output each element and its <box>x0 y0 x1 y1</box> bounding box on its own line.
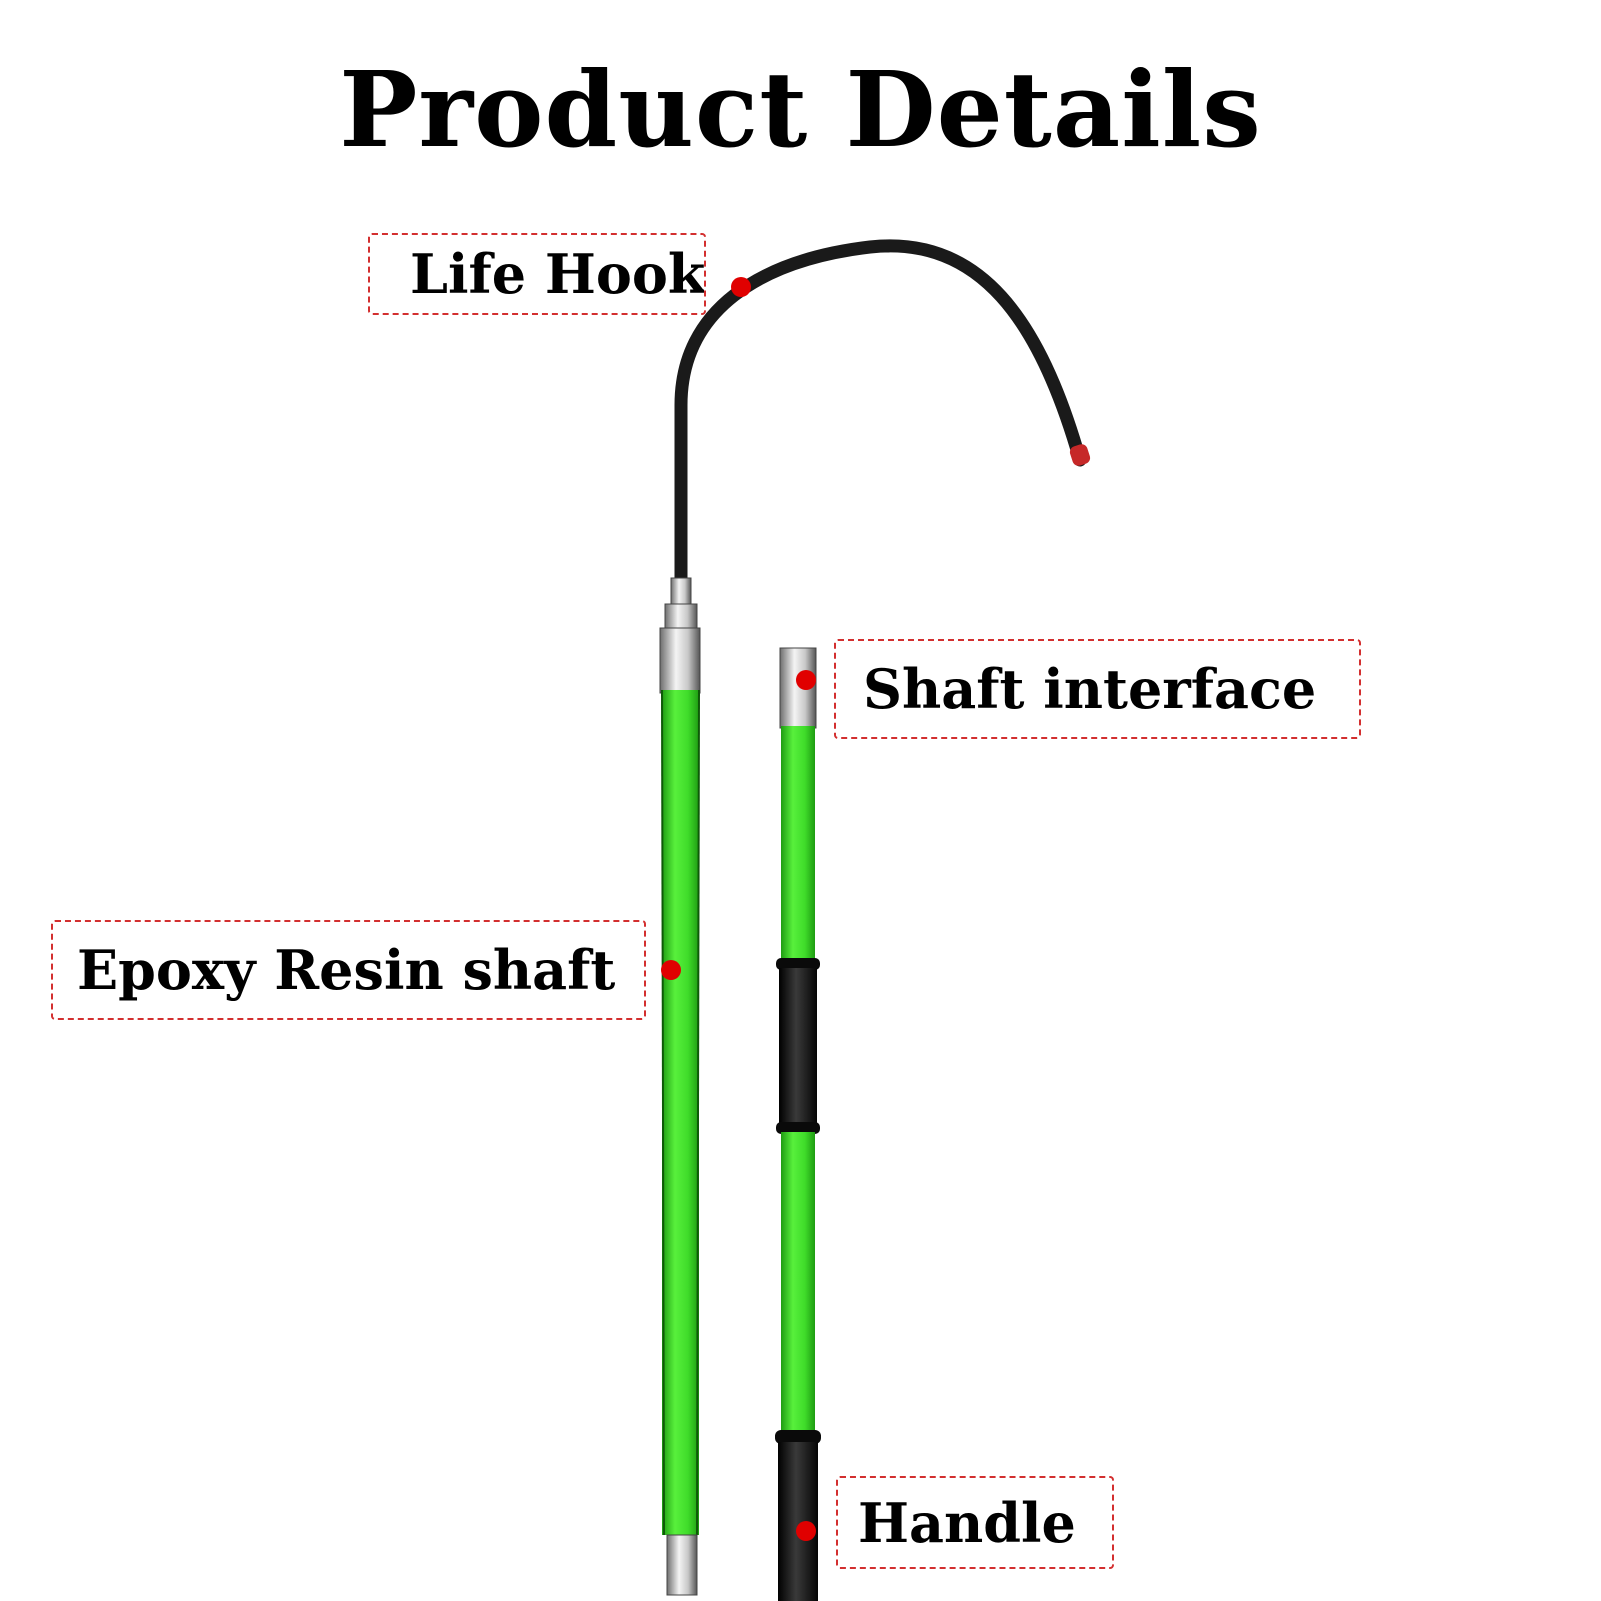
handle-callout: Handle <box>836 1476 1114 1569</box>
shaft-edge-left <box>661 689 665 1536</box>
shaft-interface-callout: Shaft interface <box>834 639 1361 739</box>
shaft-interface-cap <box>779 647 817 729</box>
grip-ring-bottom <box>776 1122 820 1134</box>
grip-ring-top <box>776 958 820 970</box>
left-bottom-cap <box>666 1534 698 1596</box>
hook-tip-cap <box>1069 444 1091 466</box>
handle-ring <box>775 1430 821 1444</box>
handle-grip <box>778 1442 818 1601</box>
epoxy-resin-shaft-callout: Epoxy Resin shaft <box>51 920 646 1020</box>
life-hook <box>674 239 1087 599</box>
hook-connector-sleeve <box>659 627 701 694</box>
shaft-interface-label: Shaft interface <box>863 657 1317 721</box>
handle-label: Handle <box>858 1490 1076 1555</box>
epoxy-resin-shaft-label: Epoxy Resin shaft <box>77 938 616 1002</box>
handle-marker <box>796 1521 816 1541</box>
black-grip-sleeve <box>779 968 817 1126</box>
right-shaft-upper <box>781 726 815 962</box>
shaft-edge-right <box>696 689 700 1536</box>
right-shaft-lower <box>781 1132 815 1432</box>
epoxy-resin-shaft-marker <box>661 960 681 980</box>
page-title: Product Details <box>339 48 1262 171</box>
life-hook-marker <box>731 277 751 297</box>
life-hook-callout: Life Hook <box>368 233 706 315</box>
epoxy-resin-shaft <box>662 690 699 1535</box>
life-hook-label: Life Hook <box>410 242 706 306</box>
shaft-interface-marker <box>796 670 816 690</box>
